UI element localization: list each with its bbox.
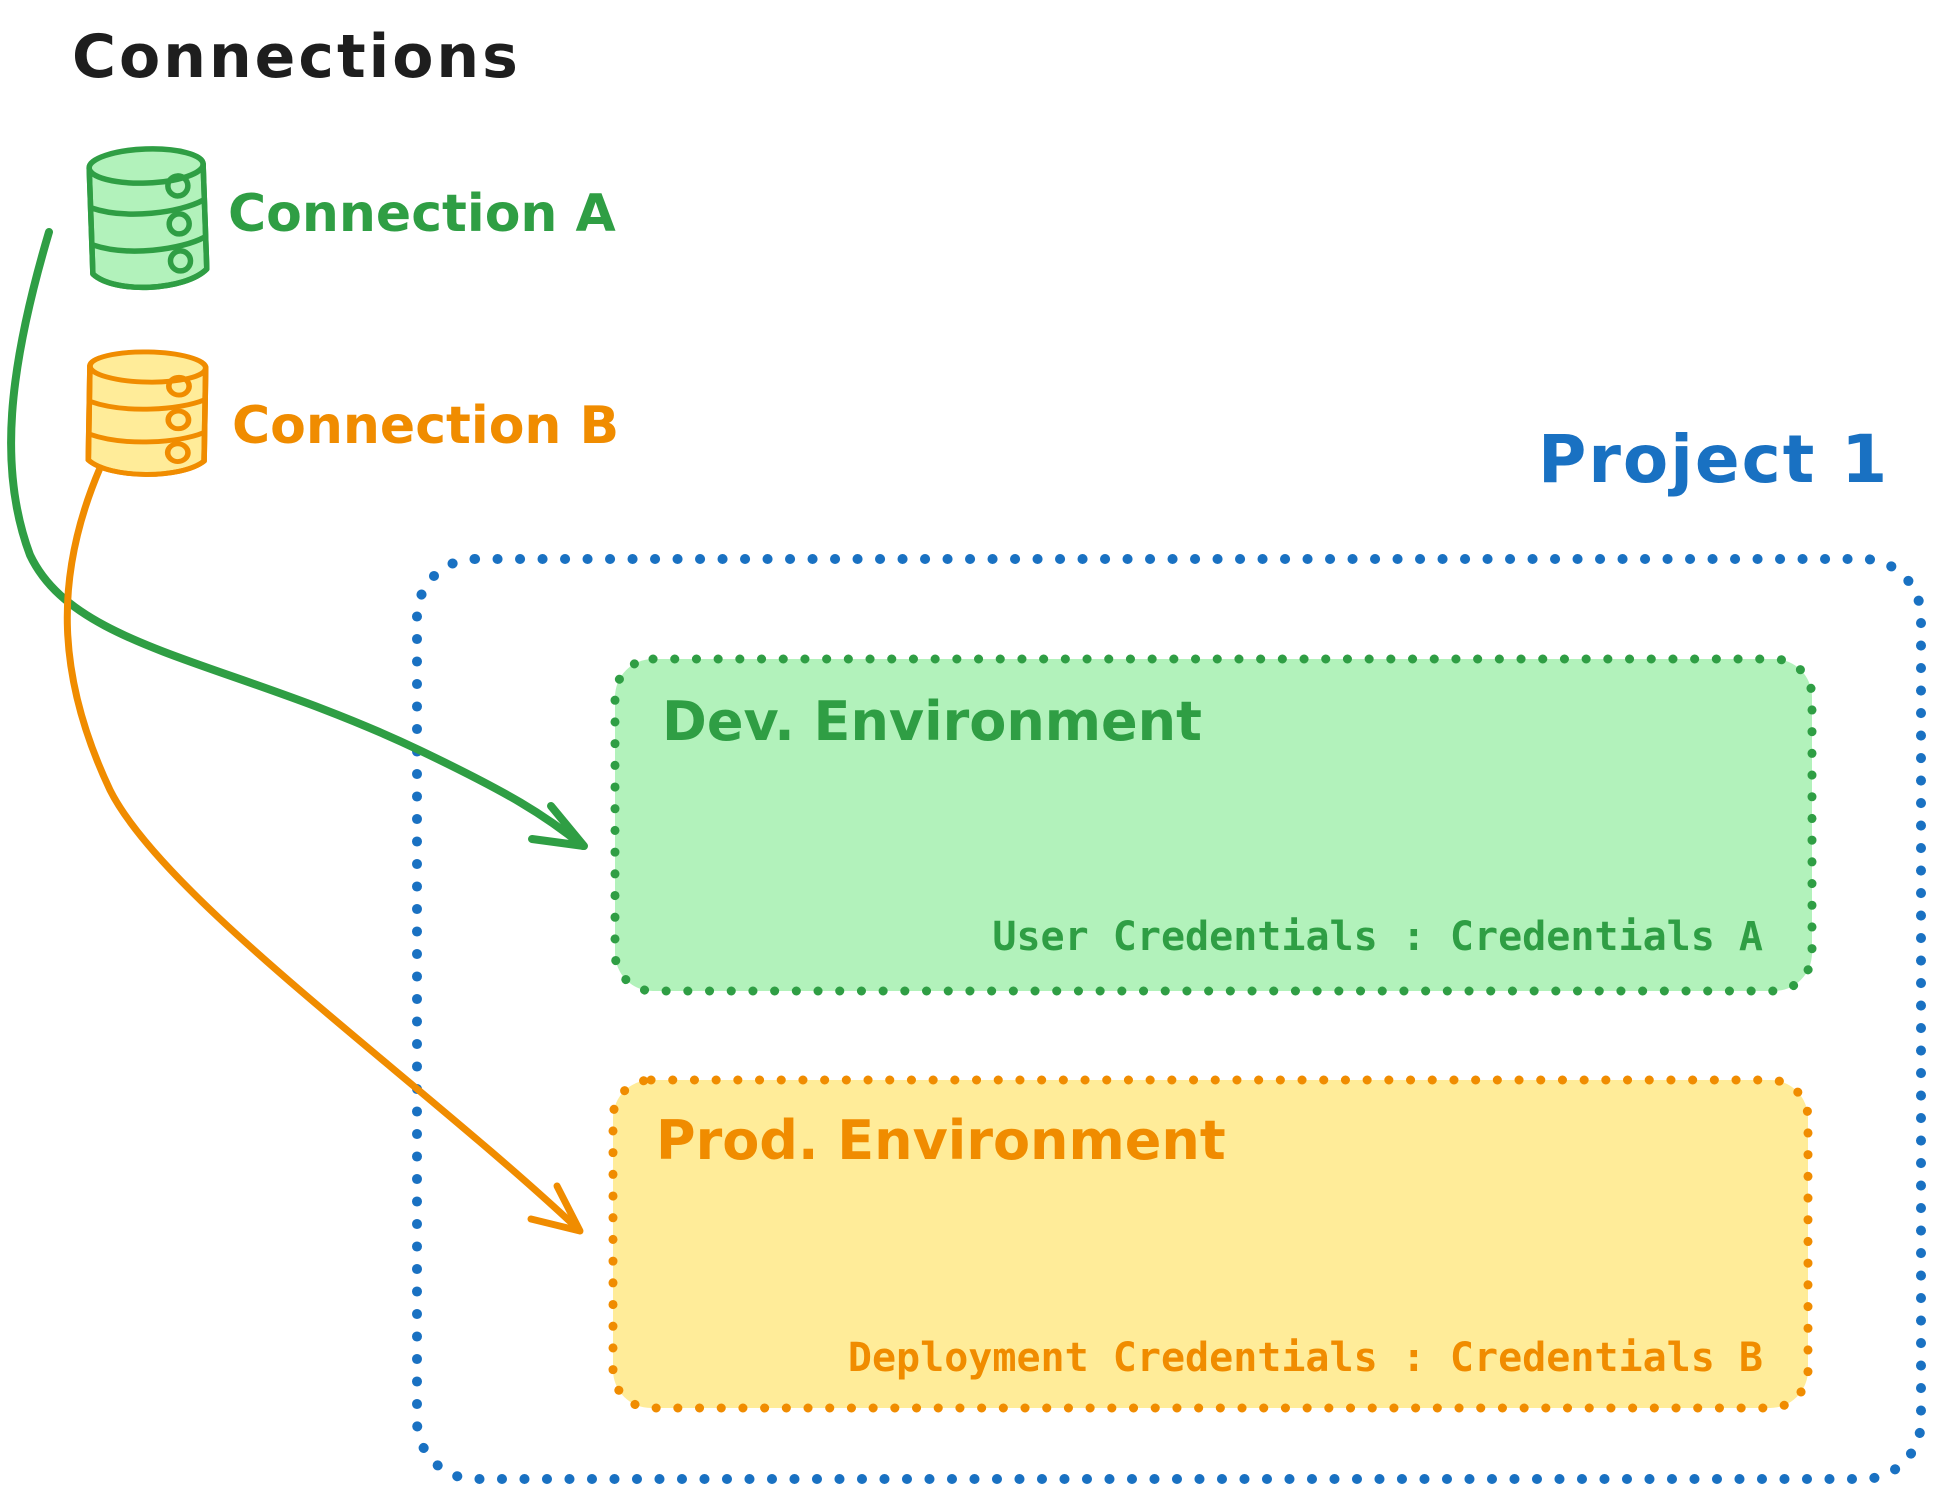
prod-environment-border [608,1075,1813,1413]
dev-environment-border [610,654,1817,996]
prod-environment-box: Prod. Environment Deployment Credentials… [608,1075,1813,1413]
project-title: Project 1 [1538,421,1890,498]
connection-a-label: Connection A [228,184,616,244]
dev-environment-title: Dev. Environment [662,690,1202,753]
connection-b-label: Connection B [232,396,620,456]
connections-heading: Connections [72,22,521,92]
database-icon-connection-a [86,146,210,291]
dev-environment-box: Dev. Environment User Credentials : Cred… [610,654,1817,996]
database-icon-connection-b [85,349,209,477]
prod-environment-title: Prod. Environment [656,1109,1226,1172]
prod-environment-credentials: Deployment Credentials : Credentials B [847,1335,1763,1381]
database-top [87,349,209,385]
dev-environment-credentials: User Credentials : Credentials A [992,914,1763,960]
